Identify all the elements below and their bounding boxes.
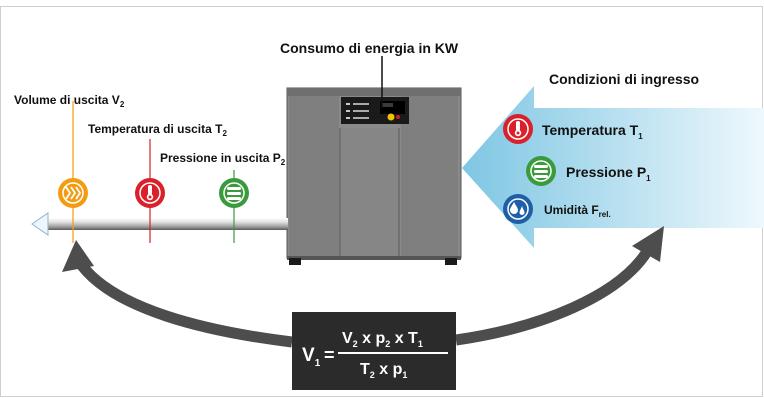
volume-outlet-label: Volume di uscita V2 — [14, 93, 125, 109]
inlet-humidity-label: Umidità Frel. — [544, 203, 611, 219]
inlet-pressure-icon — [526, 156, 556, 186]
left-arrow-head — [62, 240, 94, 272]
humidity-drops-icon — [503, 194, 533, 224]
inlet-thermometer-icon — [503, 114, 533, 144]
pressure-outlet-label: Pressione in uscita P2 — [160, 151, 286, 167]
inlet-pressure-label: Pressione P1 — [566, 164, 651, 183]
outlet-pipe — [46, 218, 288, 230]
formula-box — [292, 312, 456, 390]
inlet-arrow — [462, 86, 764, 248]
temperature-outlet-label: Temperatura di uscita T2 — [88, 122, 227, 138]
right-arrow-head — [632, 226, 664, 262]
formula-lhs: V1 — [302, 345, 321, 369]
thermometer-icon — [135, 178, 165, 208]
formula-denominator: T2 x p1 — [360, 361, 407, 380]
energy-title: Consumo di energia in KW — [280, 40, 459, 56]
status-indicator-icon — [387, 113, 395, 121]
right-curved-arrow — [455, 246, 653, 346]
inlet-temperature-label: Temperatura T1 — [542, 122, 643, 141]
pressure-gauge-icon — [219, 178, 249, 208]
formula-equals: = — [324, 345, 335, 365]
volume-icon — [58, 178, 88, 208]
inlet-heading: Condizioni di ingresso — [549, 71, 699, 87]
outlet-arrow-tip — [31, 212, 49, 236]
formula-numerator: V2 x p2 x T1 — [342, 330, 423, 349]
left-curved-arrow — [73, 256, 293, 348]
compressor-unit — [286, 87, 462, 265]
